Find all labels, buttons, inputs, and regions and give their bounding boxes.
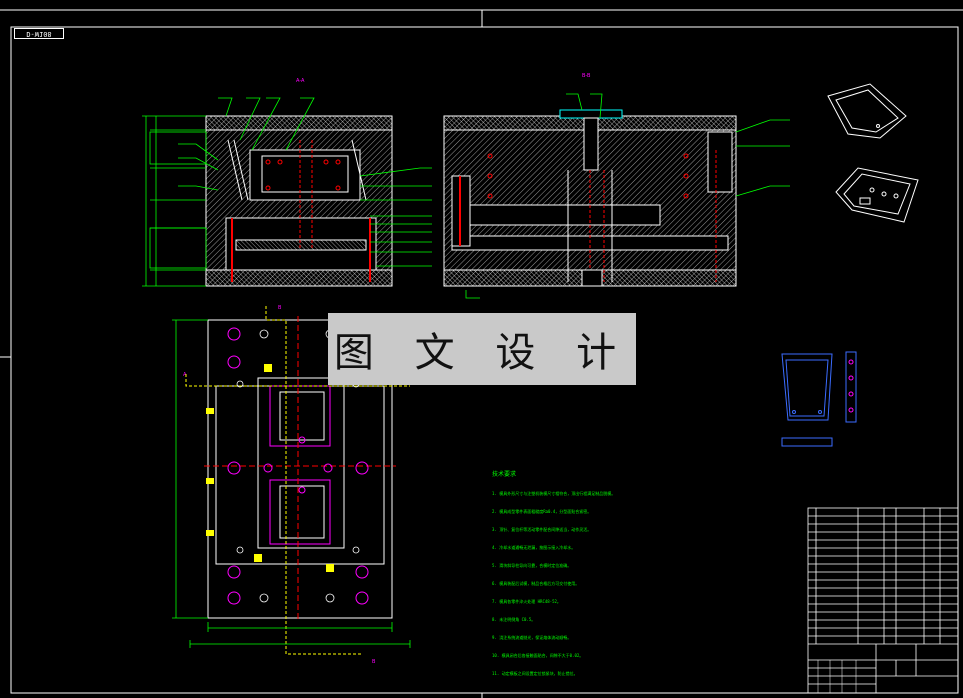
- sheet-frame: [0, 9, 963, 698]
- marker-b-bottom: B: [372, 659, 376, 665]
- note-line: 4. 冷却水道通畅无泄漏，按图示接入冷却水。: [492, 545, 576, 550]
- technical-notes: 技术要求 1. 模具外形尺寸与注塑机装模尺寸相符合，顶出行程满足制品脱模。 2.…: [492, 459, 615, 683]
- section-a-label: A-A: [296, 78, 305, 84]
- section-a-a-view: A-A: [142, 78, 432, 287]
- note-line: 10. 模具闭合后各接触面贴合，间隙不大于0.02。: [492, 653, 584, 658]
- note-line: 7. 模具各零件淬火处理 HRC48-52。: [492, 599, 561, 604]
- note-line: 11. 动定模板之间设置定位锁紧块，防止错位。: [492, 671, 578, 676]
- section-b-label: B-B: [582, 73, 591, 79]
- note-line: 2. 模具成型零件表面粗糙度Ra0.4，分型面贴合紧密。: [492, 509, 592, 514]
- note-line: 1. 模具外形尺寸与注塑机装模尺寸相符合，顶出行程满足制品脱模。: [492, 491, 616, 496]
- part-orthographic-views: [781, 351, 857, 447]
- marker-b-top: B: [278, 305, 282, 311]
- drawing-id-stamp: D-W108: [14, 28, 64, 39]
- note-line: 6. 模具装配后试模，制品合格后方可交付使用。: [492, 581, 580, 586]
- note-line: 9. 浇注系统流道抛光，保证熔体流动顺畅。: [492, 635, 572, 640]
- watermark-label: 图 文 设 计: [328, 313, 636, 385]
- note-line: 3. 顶针、复位杆等活动零件配合间隙适当，动作灵活。: [492, 527, 592, 532]
- title-block: [807, 507, 959, 694]
- plan-view: A B B: [172, 305, 411, 665]
- note-line: 8. 未注明倒角 C0.5。: [492, 617, 536, 622]
- notes-title: 技术要求: [492, 471, 517, 478]
- section-b-b-view: B-B: [443, 73, 790, 299]
- part-isometric-views: [827, 83, 919, 223]
- note-line: 5. 滑块斜导柱导向可靠，合模时定位准确。: [492, 563, 572, 568]
- marker-a: A: [183, 372, 187, 378]
